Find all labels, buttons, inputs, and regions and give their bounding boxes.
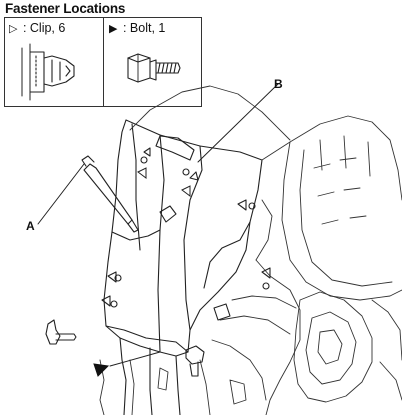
callout-a-leader — [37, 163, 85, 225]
callout-b-leader — [197, 83, 279, 163]
clip-marker-icon — [181, 185, 191, 197]
bolt-marker-leader — [109, 351, 161, 367]
bolt-illustration-icon — [127, 53, 181, 83]
bottom-bolt-icon — [185, 345, 205, 377]
bolt-legend-text: : Bolt, 1 — [122, 21, 166, 35]
fastener-legend: ▷ : Clip, 6 ▶ : Bolt, 1 — [4, 17, 202, 107]
clip-symbol-icon: ▷ — [9, 23, 18, 35]
vehicle-body-structure — [99, 85, 402, 415]
pillar-trim-panel — [103, 119, 263, 415]
callout-b-label: B — [274, 77, 283, 91]
bolt-marker-icon — [93, 363, 110, 377]
diagram-title: Fastener Locations — [5, 1, 126, 16]
bolt-symbol-icon: ▶ — [109, 23, 118, 35]
legend-divider — [103, 18, 104, 106]
callout-a-label: A — [26, 219, 35, 233]
clip-legend-label: ▷ : Clip, 6 — [9, 21, 65, 37]
removed-clip-icon — [45, 319, 77, 345]
trim-remover-tool — [81, 155, 139, 233]
clip-legend-text: : Clip, 6 — [22, 21, 66, 35]
bolt-legend-label: ▶ : Bolt, 1 — [109, 21, 165, 37]
clip-marker-icon — [137, 167, 147, 179]
clip-locations — [101, 147, 271, 321]
clip-illustration-icon — [21, 43, 75, 101]
